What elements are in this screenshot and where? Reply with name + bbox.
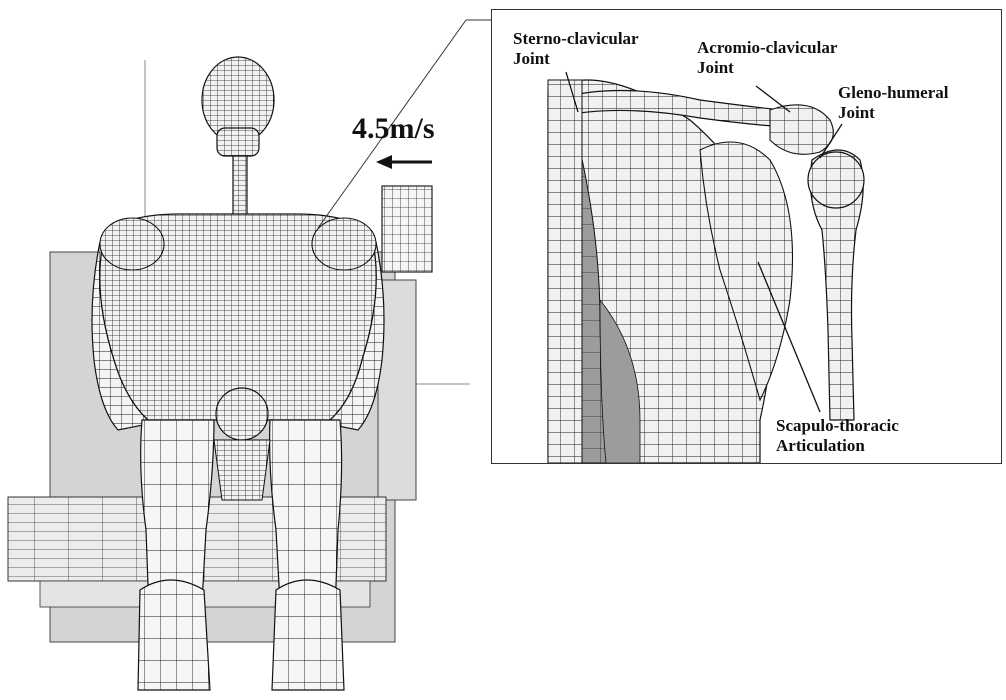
gleno-humeral-line2: Joint (838, 103, 949, 123)
velocity-arrow (376, 155, 432, 169)
scapulo-thoracic-line2: Articulation (776, 436, 899, 456)
sterno-clavicular-line1: Sterno-clavicular (513, 29, 639, 49)
sterno-clavicular-label: Sterno-clavicular Joint (513, 29, 639, 69)
acromio-clavicular-line1: Acromio-clavicular (697, 38, 837, 58)
gleno-humeral-label: Gleno-humeral Joint (838, 83, 949, 123)
scapulo-thoracic-line1: Scapulo-thoracic (776, 416, 899, 436)
impact-speed-label: 4.5m/s (352, 112, 435, 146)
sterno-clavicular-line2: Joint (513, 49, 639, 69)
acromio-clavicular-label: Acromio-clavicular Joint (697, 38, 837, 78)
acromio-clavicular-line2: Joint (697, 58, 837, 78)
scapulo-thoracic-label: Scapulo-thoracic Articulation (776, 416, 899, 456)
impactor (382, 186, 432, 272)
gleno-humeral-line1: Gleno-humeral (838, 83, 949, 103)
